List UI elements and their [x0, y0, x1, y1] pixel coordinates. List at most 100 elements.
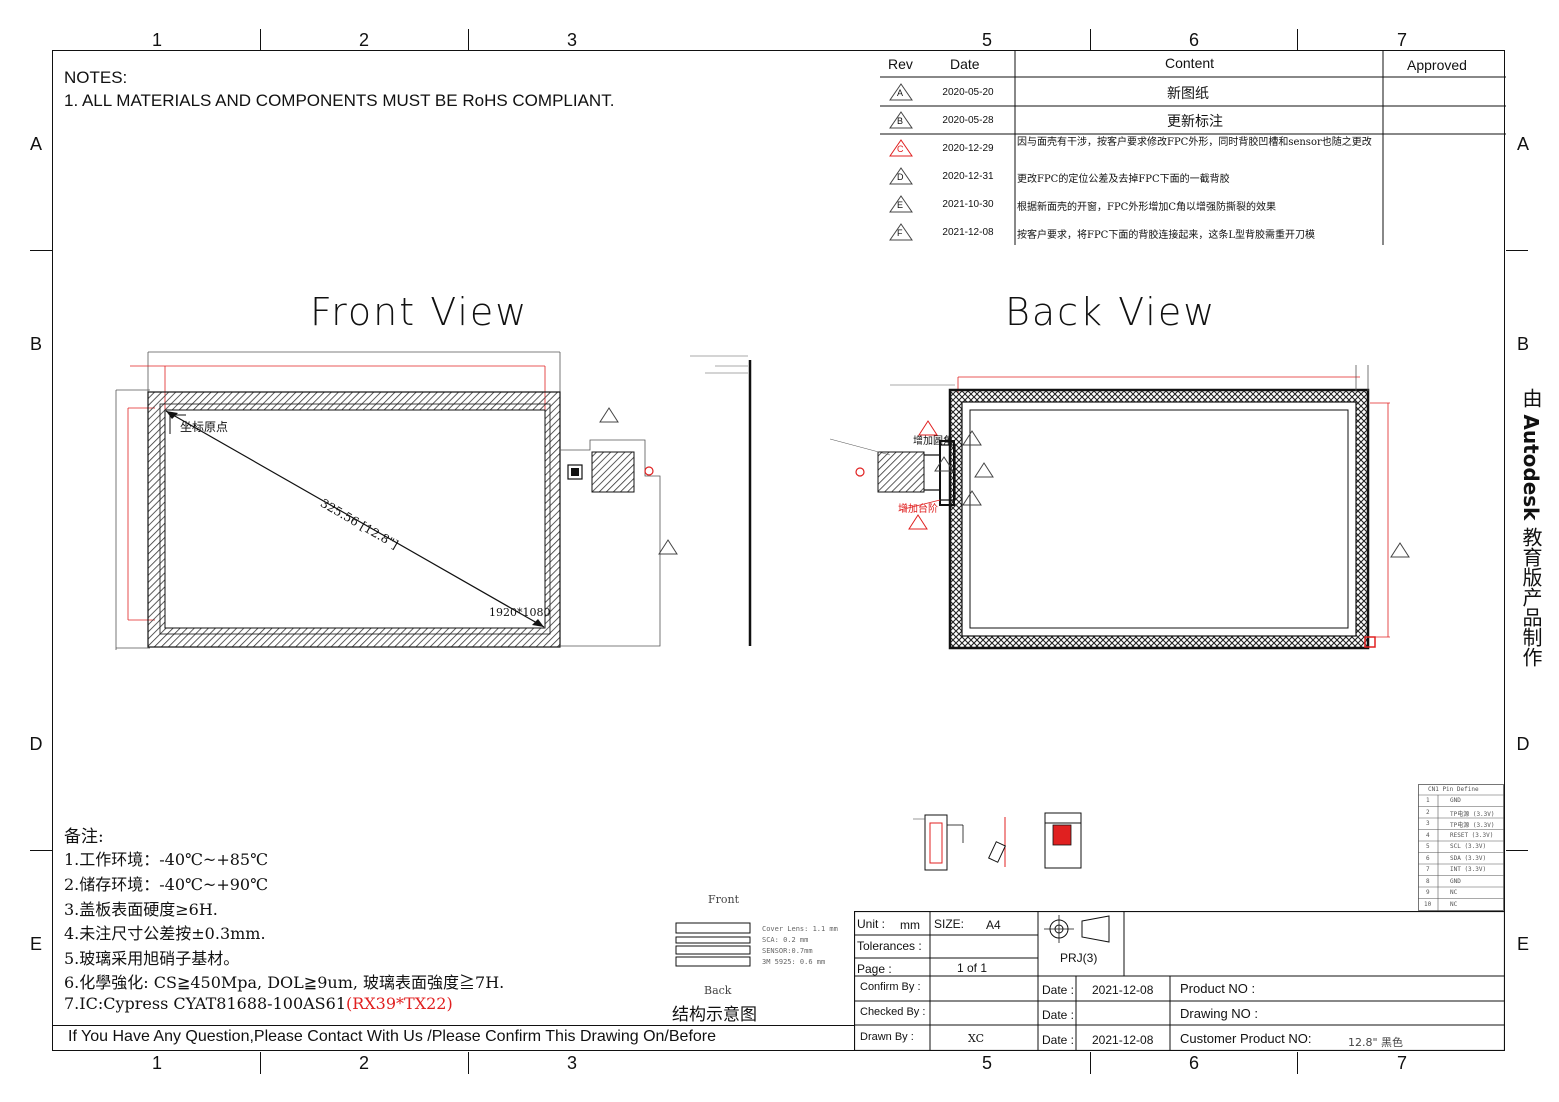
detail-sketches [913, 812, 1082, 871]
structure-front-label: Front [708, 893, 740, 906]
zone-tick [1090, 29, 1091, 51]
zone-col-3-top: 3 [566, 30, 577, 50]
zone-col-2-top: 2 [358, 30, 369, 50]
product-no-label: Product NO : [1180, 981, 1256, 996]
remark-ic: 7.IC:Cypress CYAT81688-100AS61 [64, 994, 346, 1013]
zone-row-e-right: E [1516, 934, 1529, 954]
pin-number: 6 [1426, 854, 1430, 862]
revision-table-grid [880, 50, 1506, 245]
content-header: Content [1165, 55, 1215, 71]
layer-label: SENSOR:0.7mm [762, 947, 813, 955]
rev-d-content: 更改FPC的定位公差及去掉FPC下面的一截背胶 [1017, 174, 1230, 185]
pin-number: 5 [1426, 843, 1430, 850]
rev-c-date: 2020-12-29 [942, 143, 994, 154]
remark-item: 6.化學強化: CS≧450Mpa, DOL≧9um, 玻璃表面強度≧7H. [64, 973, 505, 992]
watermark-prefix: 由 [1519, 388, 1543, 415]
approved-header: Approved [1407, 57, 1467, 73]
title-block: Unit : mm SIZE: A4 Tolerances : Page : 1… [854, 911, 1505, 1051]
pin-number: 3 [1426, 820, 1430, 827]
front-view-drawing [115, 351, 752, 650]
zone-col-7-bottom: 7 [1396, 1053, 1407, 1073]
zone-tick [1506, 850, 1528, 851]
zone-col-3-bottom: 3 [566, 1053, 577, 1073]
pin-name: NC [1450, 889, 1458, 896]
zone-tick [468, 1052, 469, 1074]
zone-tick [30, 250, 52, 251]
pin-name: GND [1450, 797, 1461, 804]
notes-title: NOTES: [64, 68, 128, 87]
rev-letter: B [897, 116, 904, 126]
remark-item-7: 7.IC:Cypress CYAT81688-100AS61(RX39*TX22… [64, 994, 453, 1013]
rev-e-marker: E [888, 194, 914, 214]
zone-col-1-bottom: 1 [151, 1053, 162, 1073]
rev-f-marker: F [888, 222, 914, 242]
zone-col-5-top: 5 [981, 30, 992, 50]
pin-name: SDA (3.3V) [1450, 854, 1487, 862]
zone-tick [1297, 29, 1298, 51]
zone-col-1-top: 1 [151, 30, 162, 50]
round-corner-label: 增加圆角 [913, 436, 953, 447]
zone-tick [260, 1052, 261, 1074]
zone-col-5-bottom: 5 [981, 1053, 992, 1073]
rev-letter: E [897, 200, 904, 210]
notes-line-1: 1. ALL MATERIALS AND COMPONENTS MUST BE … [64, 91, 615, 110]
rev-d-marker: D [888, 166, 914, 186]
pin-number: 4 [1426, 831, 1430, 839]
bottom-message: If You Have Any Question,Please Contact … [68, 1028, 717, 1045]
rev-d-date: 2020-12-31 [942, 171, 994, 182]
pin-name: RESET (3.3V) [1450, 831, 1494, 839]
bottom-divider [52, 1025, 854, 1026]
pin-name: INT (3.3V) [1450, 866, 1487, 873]
rev-letter: D [897, 172, 904, 182]
rev-b-content: 更新标注 [1167, 114, 1223, 130]
customer-no-label: Customer Product NO: [1180, 1031, 1312, 1046]
rev-e-date: 2021-10-30 [942, 199, 994, 210]
page-value: 1 of 1 [957, 961, 988, 975]
back-view-title: Back View [1005, 290, 1217, 334]
zone-tick [1090, 1052, 1091, 1074]
zone-col-2-bottom: 2 [358, 1053, 369, 1073]
size-value: A4 [986, 918, 1001, 932]
pin-name: NC [1450, 900, 1458, 908]
rev-f-date: 2021-12-08 [942, 227, 994, 238]
pin-number: 9 [1426, 889, 1430, 896]
zone-tick [1506, 250, 1528, 251]
pin-number: 7 [1426, 866, 1430, 873]
layer-label: 3M 5925: 0.6 mm [762, 958, 826, 966]
front-view-title: Front View [310, 290, 529, 334]
drawing-no-label: Drawing NO : [1180, 1006, 1259, 1021]
back-view-drawing [830, 365, 1410, 650]
checked-label: Checked By : [860, 1006, 926, 1018]
zone-row-a-left: A [29, 134, 42, 154]
pin-name: TP电源 (3.3V) [1450, 810, 1495, 818]
pin-name: TP电源 (3.3V) [1450, 822, 1495, 829]
origin-label: 坐标原点 [180, 420, 229, 434]
drawn-label: Drawn By : [860, 1031, 914, 1043]
step-label: 增加台阶 [898, 504, 938, 515]
pin-number: 10 [1424, 900, 1432, 908]
zone-tick [468, 29, 469, 51]
remark-item: 5.玻璃采用旭硝子基材。 [64, 949, 240, 968]
rev-b-marker: B [888, 110, 914, 130]
remarks-title: 备注: [64, 827, 104, 847]
zone-col-6-bottom: 6 [1188, 1053, 1199, 1073]
rev-a-marker: A [888, 82, 914, 102]
zone-tick [1297, 1052, 1298, 1074]
confirm-date: 2021-12-08 [1092, 983, 1154, 997]
structure-back-label: Back [704, 984, 732, 997]
title-block-grid [854, 911, 1505, 1051]
page-label: Page : [857, 962, 892, 976]
rev-c-marker: C [888, 138, 914, 158]
pin-number: 1 [1426, 797, 1430, 804]
layer-label: Cover Lens: 1.1 mm [762, 925, 838, 933]
zone-row-e-left: E [29, 934, 42, 954]
zone-row-d-left: D [29, 734, 43, 754]
customer-no-value: 12.8" 黑色 [1348, 1036, 1404, 1049]
zone-row-b-right: B [1516, 334, 1529, 354]
pin-table-grid [1418, 784, 1504, 911]
pin-name: GND [1450, 877, 1461, 885]
zone-col-6-top: 6 [1188, 30, 1199, 50]
remark-item: 3.盖板表面硬度≥6H. [64, 900, 218, 919]
rev-letter: F [897, 228, 903, 238]
pin-number: 2 [1426, 808, 1430, 816]
